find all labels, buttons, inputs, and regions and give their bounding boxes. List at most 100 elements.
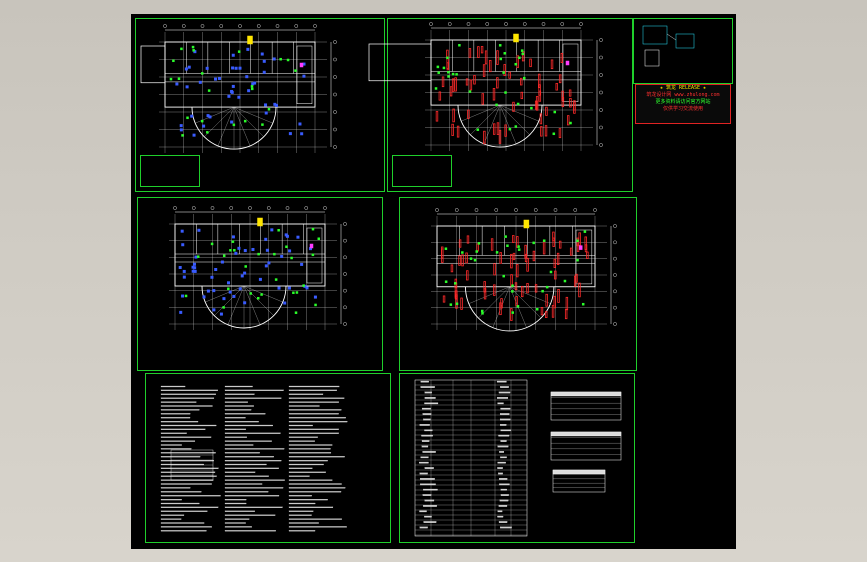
note-text-line xyxy=(224,444,254,446)
schedule-cell-text xyxy=(497,402,504,405)
note-text-line xyxy=(288,522,319,524)
fixture-symbol xyxy=(229,249,232,252)
equipment-symbol xyxy=(227,94,231,98)
equipment-symbol xyxy=(296,235,300,239)
grid-bubble xyxy=(210,206,215,210)
sheet-floor-plan-2[interactable] xyxy=(387,18,633,192)
release-stamp: ★ 筑龙 RELEASE ★ 筑龙设计网 www.zhulong.com 更多资… xyxy=(635,84,731,124)
note-text-line xyxy=(288,452,332,454)
duct-run xyxy=(493,284,496,296)
schedule-cell-text xyxy=(500,488,507,491)
sheet-floor-plan-1[interactable] xyxy=(135,18,385,192)
radial-grid xyxy=(214,285,245,316)
sheet-floor-plan-4[interactable] xyxy=(399,197,637,371)
legend-table xyxy=(550,391,622,421)
grid-bubble xyxy=(333,145,337,149)
equipment-symbol xyxy=(285,234,289,238)
equipment-symbol xyxy=(227,281,231,285)
duct-run xyxy=(482,64,486,77)
accent-symbol xyxy=(578,245,583,250)
sheet-design-notes[interactable] xyxy=(145,373,391,543)
duct-run xyxy=(545,311,548,318)
equipment-symbol xyxy=(265,248,269,252)
stamp-line-1: ★ 筑龙 RELEASE ★ xyxy=(659,85,707,91)
equipment-symbol xyxy=(288,249,292,253)
fixture-symbol xyxy=(232,123,236,127)
sheet-floor-plan-3[interactable] xyxy=(137,197,383,371)
grid-bubble xyxy=(541,22,546,26)
duct-run xyxy=(516,264,519,278)
note-text-line xyxy=(224,424,273,427)
duct-run xyxy=(452,108,455,123)
equipment-symbol xyxy=(230,89,234,93)
duct-run xyxy=(564,309,568,320)
fixture-symbol xyxy=(285,245,288,248)
schedule-cell-text xyxy=(499,499,509,502)
note-text-line xyxy=(160,452,216,454)
stamp-line-3: 更多资料请访问官方网站 xyxy=(655,99,711,105)
equipment-symbol xyxy=(243,249,247,253)
duct-run xyxy=(454,77,457,92)
note-text-line xyxy=(224,452,260,454)
equipment-symbol xyxy=(182,275,186,279)
duct-run xyxy=(460,297,463,310)
equipment-symbol xyxy=(240,274,244,278)
note-text-line xyxy=(288,432,339,434)
cad-model-space[interactable]: ★ 筑龙 RELEASE ★ 筑龙设计网 www.zhulong.com 更多资… xyxy=(131,14,736,549)
grid-bubble xyxy=(593,208,597,212)
schedule-cell-text xyxy=(499,478,508,480)
note-text-line xyxy=(160,393,216,395)
legend-table-header xyxy=(550,391,622,397)
duct-run xyxy=(554,270,557,280)
equipment-symbol xyxy=(231,84,235,88)
duct-run xyxy=(510,274,513,287)
building-wing xyxy=(368,43,432,82)
duct-run xyxy=(449,86,453,97)
schedule-cell-text xyxy=(424,467,434,469)
schedule-cell-text xyxy=(419,461,429,464)
fixture-symbol xyxy=(200,119,204,123)
duct-run xyxy=(551,305,555,318)
grid-bubble xyxy=(333,110,337,114)
equipment-symbol xyxy=(258,277,262,281)
note-text-line xyxy=(160,397,215,399)
note-text-line xyxy=(224,491,269,493)
radial-grid xyxy=(233,106,273,124)
fixture-symbol xyxy=(434,87,438,90)
duct-run xyxy=(573,102,576,111)
schedule-cell-text xyxy=(421,440,430,442)
schedule-cell-text xyxy=(499,418,511,421)
duct-run xyxy=(576,243,580,252)
duct-run xyxy=(500,298,503,309)
duct-run xyxy=(484,50,488,65)
equipment-symbol xyxy=(192,133,196,137)
duct-run xyxy=(561,90,564,101)
note-text-line xyxy=(160,530,207,532)
note-text-line xyxy=(224,405,254,407)
stamp-line-4: 仅供学习交流使用 xyxy=(662,106,703,112)
duct-run xyxy=(552,237,555,247)
fixture-symbol xyxy=(184,294,188,298)
duct-run xyxy=(544,125,548,137)
equipment-symbol xyxy=(264,103,268,107)
equipment-symbol xyxy=(193,50,197,54)
equipment-symbol xyxy=(230,120,234,124)
radial-grid xyxy=(499,104,530,135)
fixture-symbol xyxy=(576,239,579,243)
schedule-cell-text xyxy=(496,397,509,399)
equipment-symbol xyxy=(191,269,195,273)
sheet-equipment-schedule[interactable] xyxy=(399,373,635,543)
note-text-line xyxy=(224,475,269,477)
radial-grid xyxy=(217,107,235,146)
duct-run xyxy=(498,129,502,144)
note-text-line xyxy=(160,401,197,403)
grid-bubble xyxy=(163,24,167,28)
fixture-symbol xyxy=(477,242,481,245)
note-text-line xyxy=(224,436,247,438)
fixture-symbol xyxy=(442,66,446,70)
equipment-symbol xyxy=(260,52,264,56)
schedule-cell-text xyxy=(419,526,428,529)
fixture-symbol xyxy=(480,309,484,313)
sheet-detail[interactable] xyxy=(633,18,733,84)
note-text-line xyxy=(224,502,247,505)
